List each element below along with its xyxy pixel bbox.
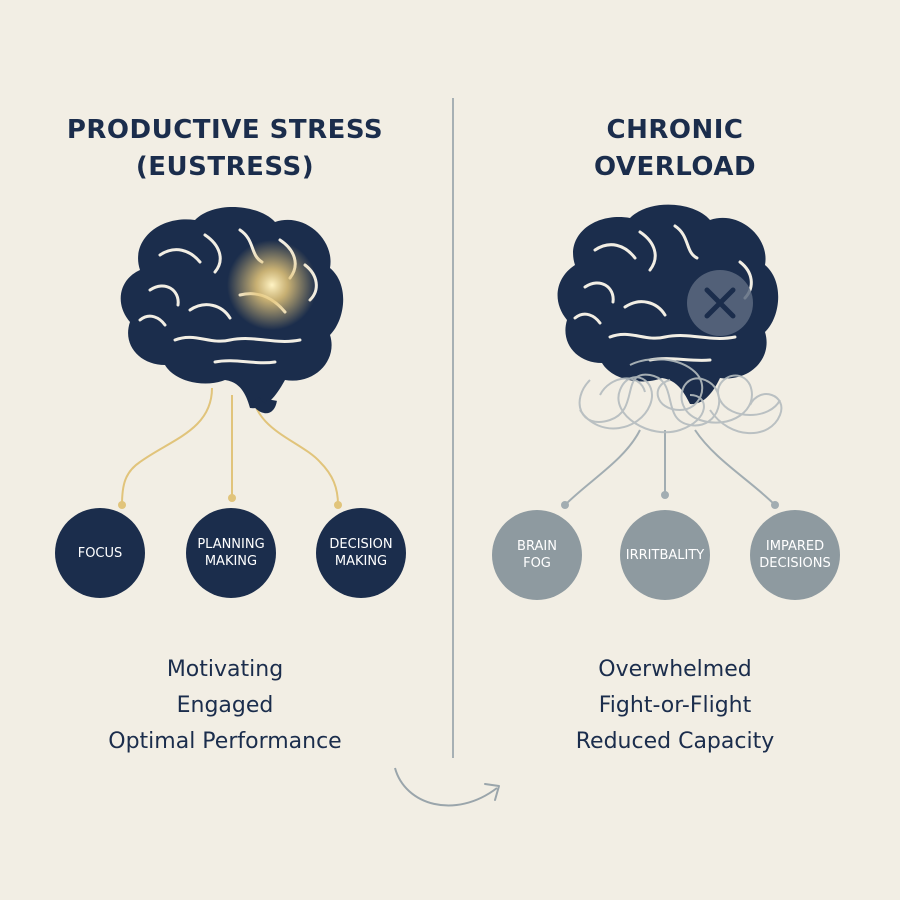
eustress-outcomes: Motivating Engaged Optimal Performance [0, 652, 450, 760]
panel-divider [452, 98, 454, 758]
glow-icon [227, 240, 317, 330]
outcome-item: Optimal Performance [108, 729, 342, 754]
overload-title: CHRONIC OVERLOAD [450, 112, 900, 186]
overload-outcomes: Overwhelmed Fight-or-Flight Reduced Capa… [450, 652, 900, 760]
node-irritability: IRRITBALITY [620, 510, 710, 600]
overload-connectors [561, 429, 779, 509]
overload-diagram [557, 204, 783, 509]
outcome-item: Motivating [166, 657, 284, 682]
node-focus: FOCUS [55, 508, 145, 598]
connector-impaired [694, 429, 776, 506]
eustress-panel: PRODUCTIVE STRESS (EUSTRESS) [0, 112, 450, 760]
overload-title-line2: OVERLOAD [593, 152, 757, 182]
eustress-title: PRODUCTIVE STRESS (EUSTRESS) [0, 112, 450, 186]
overload-title-line1: CHRONIC [606, 115, 744, 145]
node-planning: PLANNING MAKING [186, 508, 276, 598]
outcome-item: Reduced Capacity [575, 729, 775, 754]
connector-decision [251, 387, 339, 506]
node-brain-fog-line1: BRAIN [517, 539, 557, 554]
outcome-item: Engaged [176, 693, 274, 718]
outcome-item: Overwhelmed [598, 657, 752, 682]
connector-focus [121, 387, 213, 506]
x-mark-icon [687, 270, 753, 336]
node-impaired-line1: IMPARED [765, 539, 825, 554]
eustress-title-line1: PRODUCTIVE STRESS [66, 115, 384, 145]
outcome-item: Fight-or-Flight [598, 693, 752, 718]
eustress-title-line2: (EUSTRESS) [135, 152, 315, 182]
connector-brain-fog [564, 429, 641, 506]
node-impaired-line2: DECISIONS [759, 556, 831, 571]
curved-arrow-icon [394, 767, 500, 807]
node-decision-line2: MAKING [334, 554, 388, 569]
overload-panel: CHRONIC OVERLOAD [450, 0, 900, 900]
node-focus-label: FOCUS [77, 545, 123, 561]
node-decision: DECISION MAKING [316, 508, 406, 598]
tangled-lines-icon [578, 358, 783, 435]
node-planning-line2: MAKING [204, 554, 258, 569]
node-brain-fog: BRAIN FOG [492, 510, 582, 600]
node-irritability-label: IRRITBALITY [625, 547, 705, 563]
node-planning-line1: PLANNING [197, 537, 265, 552]
eustress-connectors [118, 387, 342, 509]
node-impaired-decisions: IMPARED DECISIONS [750, 510, 840, 600]
eustress-diagram [118, 207, 344, 509]
node-decision-line1: DECISION [329, 537, 393, 552]
node-brain-fog-line2: FOG [523, 556, 551, 571]
